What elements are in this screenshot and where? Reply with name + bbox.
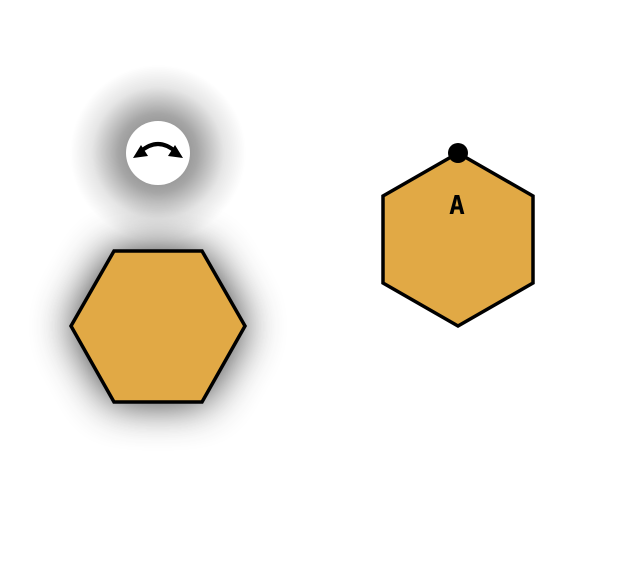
- target-label: A: [449, 191, 465, 221]
- target-hexagon: [381, 150, 535, 329]
- movable-hexagon-piece[interactable]: [68, 249, 248, 404]
- rotate-button[interactable]: [126, 121, 190, 185]
- anchor-dot: [448, 143, 468, 163]
- rotate-arrows-icon: [133, 142, 183, 158]
- rotate-control[interactable]: [70, 65, 246, 241]
- movable-hexagon[interactable]: [68, 249, 248, 404]
- target-hexagon-slot: A: [381, 143, 535, 329]
